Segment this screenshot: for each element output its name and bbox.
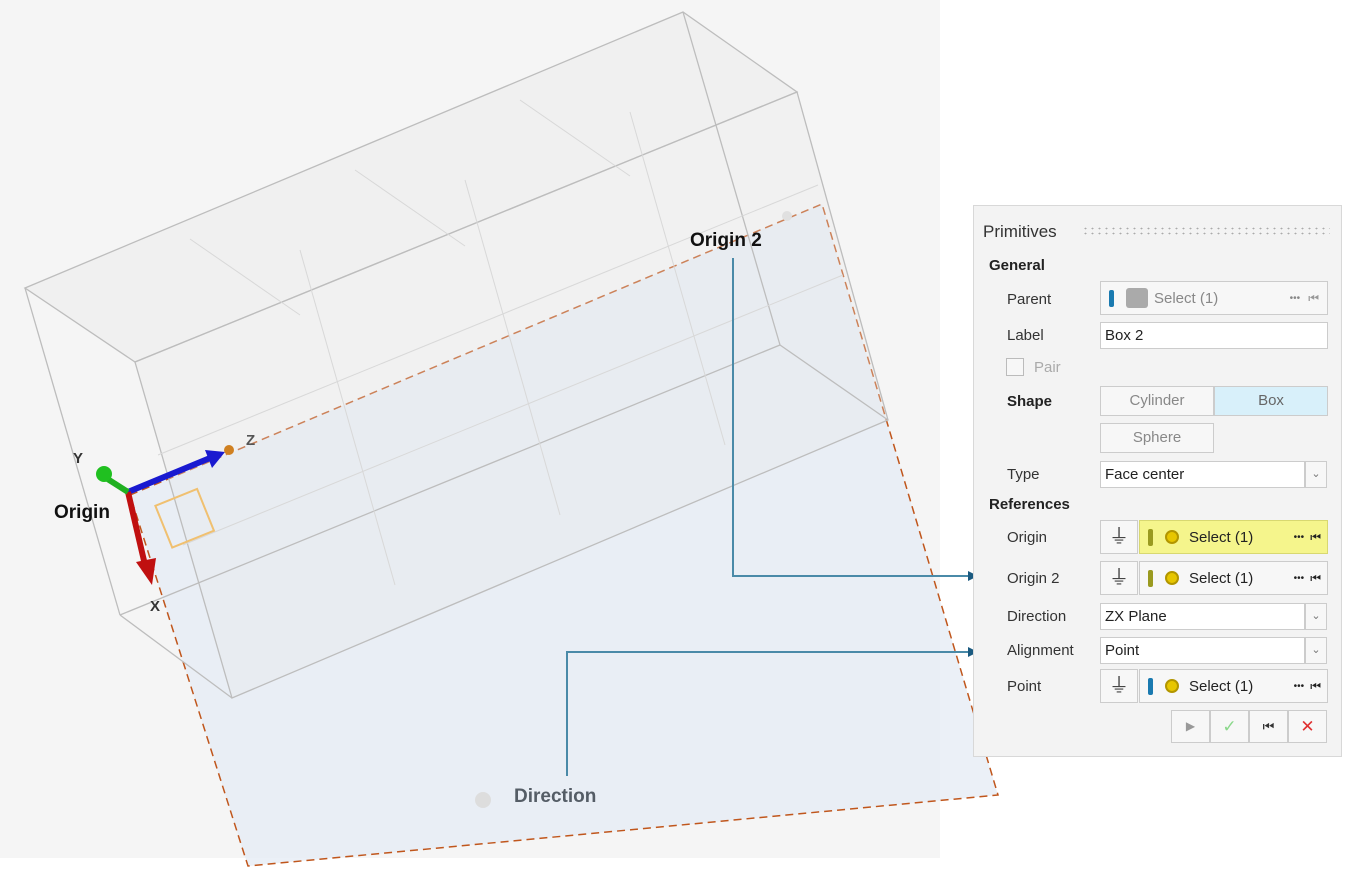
- parent-value: Select (1): [1154, 289, 1219, 307]
- bar-icon: [1148, 677, 1153, 695]
- type-select[interactable]: Face center: [1100, 461, 1305, 488]
- annotation-direction: Direction: [514, 786, 597, 807]
- parent-selector[interactable]: Select (1) ••• ⏮: [1100, 281, 1328, 315]
- reset-button[interactable]: ⏮: [1249, 710, 1288, 743]
- ground-icon[interactable]: ⏚: [1100, 561, 1138, 595]
- reset-icon[interactable]: ⏮: [1310, 529, 1321, 544]
- origin2-label: Origin 2: [1007, 570, 1060, 587]
- point-label: Point: [1007, 678, 1042, 695]
- axis-label-x: X: [150, 598, 161, 615]
- origin2-point: [782, 211, 792, 221]
- axis-triad: [96, 445, 234, 585]
- chevron-down-icon[interactable]: ⌄: [1305, 461, 1327, 488]
- origin2-selector[interactable]: Select (1) ••• ⏮: [1139, 561, 1328, 595]
- label-input[interactable]: Box 2: [1100, 322, 1328, 349]
- point-icon: [1165, 571, 1179, 585]
- play-button[interactable]: ▶: [1171, 710, 1210, 743]
- ground-icon[interactable]: ⏚: [1100, 669, 1138, 703]
- shape-cylinder-button[interactable]: Cylinder: [1100, 386, 1214, 416]
- annotation-origin: Origin: [54, 502, 110, 523]
- box-wireframe: [23, 11, 889, 699]
- pair-label: Pair: [1034, 359, 1061, 376]
- origin-value: Select (1): [1189, 528, 1254, 546]
- chevron-down-icon[interactable]: ⌄: [1305, 637, 1327, 664]
- primitives-panel: Primitives General Parent Select (1) •••…: [973, 205, 1342, 757]
- point-selector[interactable]: Select (1) ••• ⏮: [1139, 669, 1328, 703]
- bar-icon: [1148, 528, 1153, 546]
- type-label: Type: [1007, 466, 1040, 483]
- direction-point: [475, 792, 491, 808]
- shape-sphere-button[interactable]: Sphere: [1100, 423, 1214, 453]
- point-value: Select (1): [1189, 677, 1254, 695]
- alignment-label: Alignment: [1007, 642, 1074, 659]
- box-grid: [157, 99, 844, 586]
- direction-label: Direction: [1007, 608, 1067, 625]
- shape-label: Shape: [1007, 393, 1053, 410]
- reset-icon[interactable]: ⏮: [1308, 290, 1319, 305]
- bar-icon: [1148, 569, 1153, 587]
- point-icon: [1165, 679, 1179, 693]
- label-label: Label: [1007, 327, 1044, 344]
- point-icon: [1165, 530, 1179, 544]
- axis-label-z: Z: [246, 432, 256, 449]
- reset-icon[interactable]: ⏮: [1310, 570, 1321, 585]
- origin-marker: [154, 487, 216, 549]
- leader-direction: [566, 651, 970, 776]
- more-icon[interactable]: •••: [1289, 292, 1301, 304]
- shape-box-button[interactable]: Box: [1214, 386, 1328, 416]
- close-button[interactable]: ✕: [1288, 710, 1327, 743]
- reset-icon[interactable]: ⏮: [1310, 678, 1321, 693]
- apply-button[interactable]: ✓: [1210, 710, 1249, 743]
- axis-label-y: Y: [73, 450, 84, 467]
- direction-select[interactable]: ZX Plane: [1100, 603, 1305, 630]
- annotation-origin2: Origin 2: [690, 230, 762, 251]
- more-icon[interactable]: •••: [1293, 680, 1305, 692]
- origin2-value: Select (1): [1189, 569, 1254, 587]
- box-icon: [1126, 288, 1148, 308]
- parent-label: Parent: [1007, 291, 1052, 308]
- panel-title: Primitives: [983, 222, 1057, 241]
- chevron-down-icon[interactable]: ⌄: [1305, 603, 1327, 630]
- origin-selector[interactable]: Select (1) ••• ⏮: [1139, 520, 1328, 554]
- leader-origin2: [732, 258, 970, 577]
- ground-icon[interactable]: ⏚: [1100, 520, 1138, 554]
- drag-handle[interactable]: [1082, 226, 1330, 236]
- section-references: References: [989, 496, 1070, 513]
- section-general: General: [989, 257, 1045, 274]
- more-icon[interactable]: •••: [1293, 531, 1305, 543]
- origin-label: Origin: [1007, 529, 1048, 546]
- blue-bar-icon: [1109, 289, 1114, 307]
- alignment-select[interactable]: Point: [1100, 637, 1305, 664]
- direction-plane: [129, 202, 999, 867]
- more-icon[interactable]: •••: [1293, 572, 1305, 584]
- pair-checkbox[interactable]: [1006, 358, 1024, 376]
